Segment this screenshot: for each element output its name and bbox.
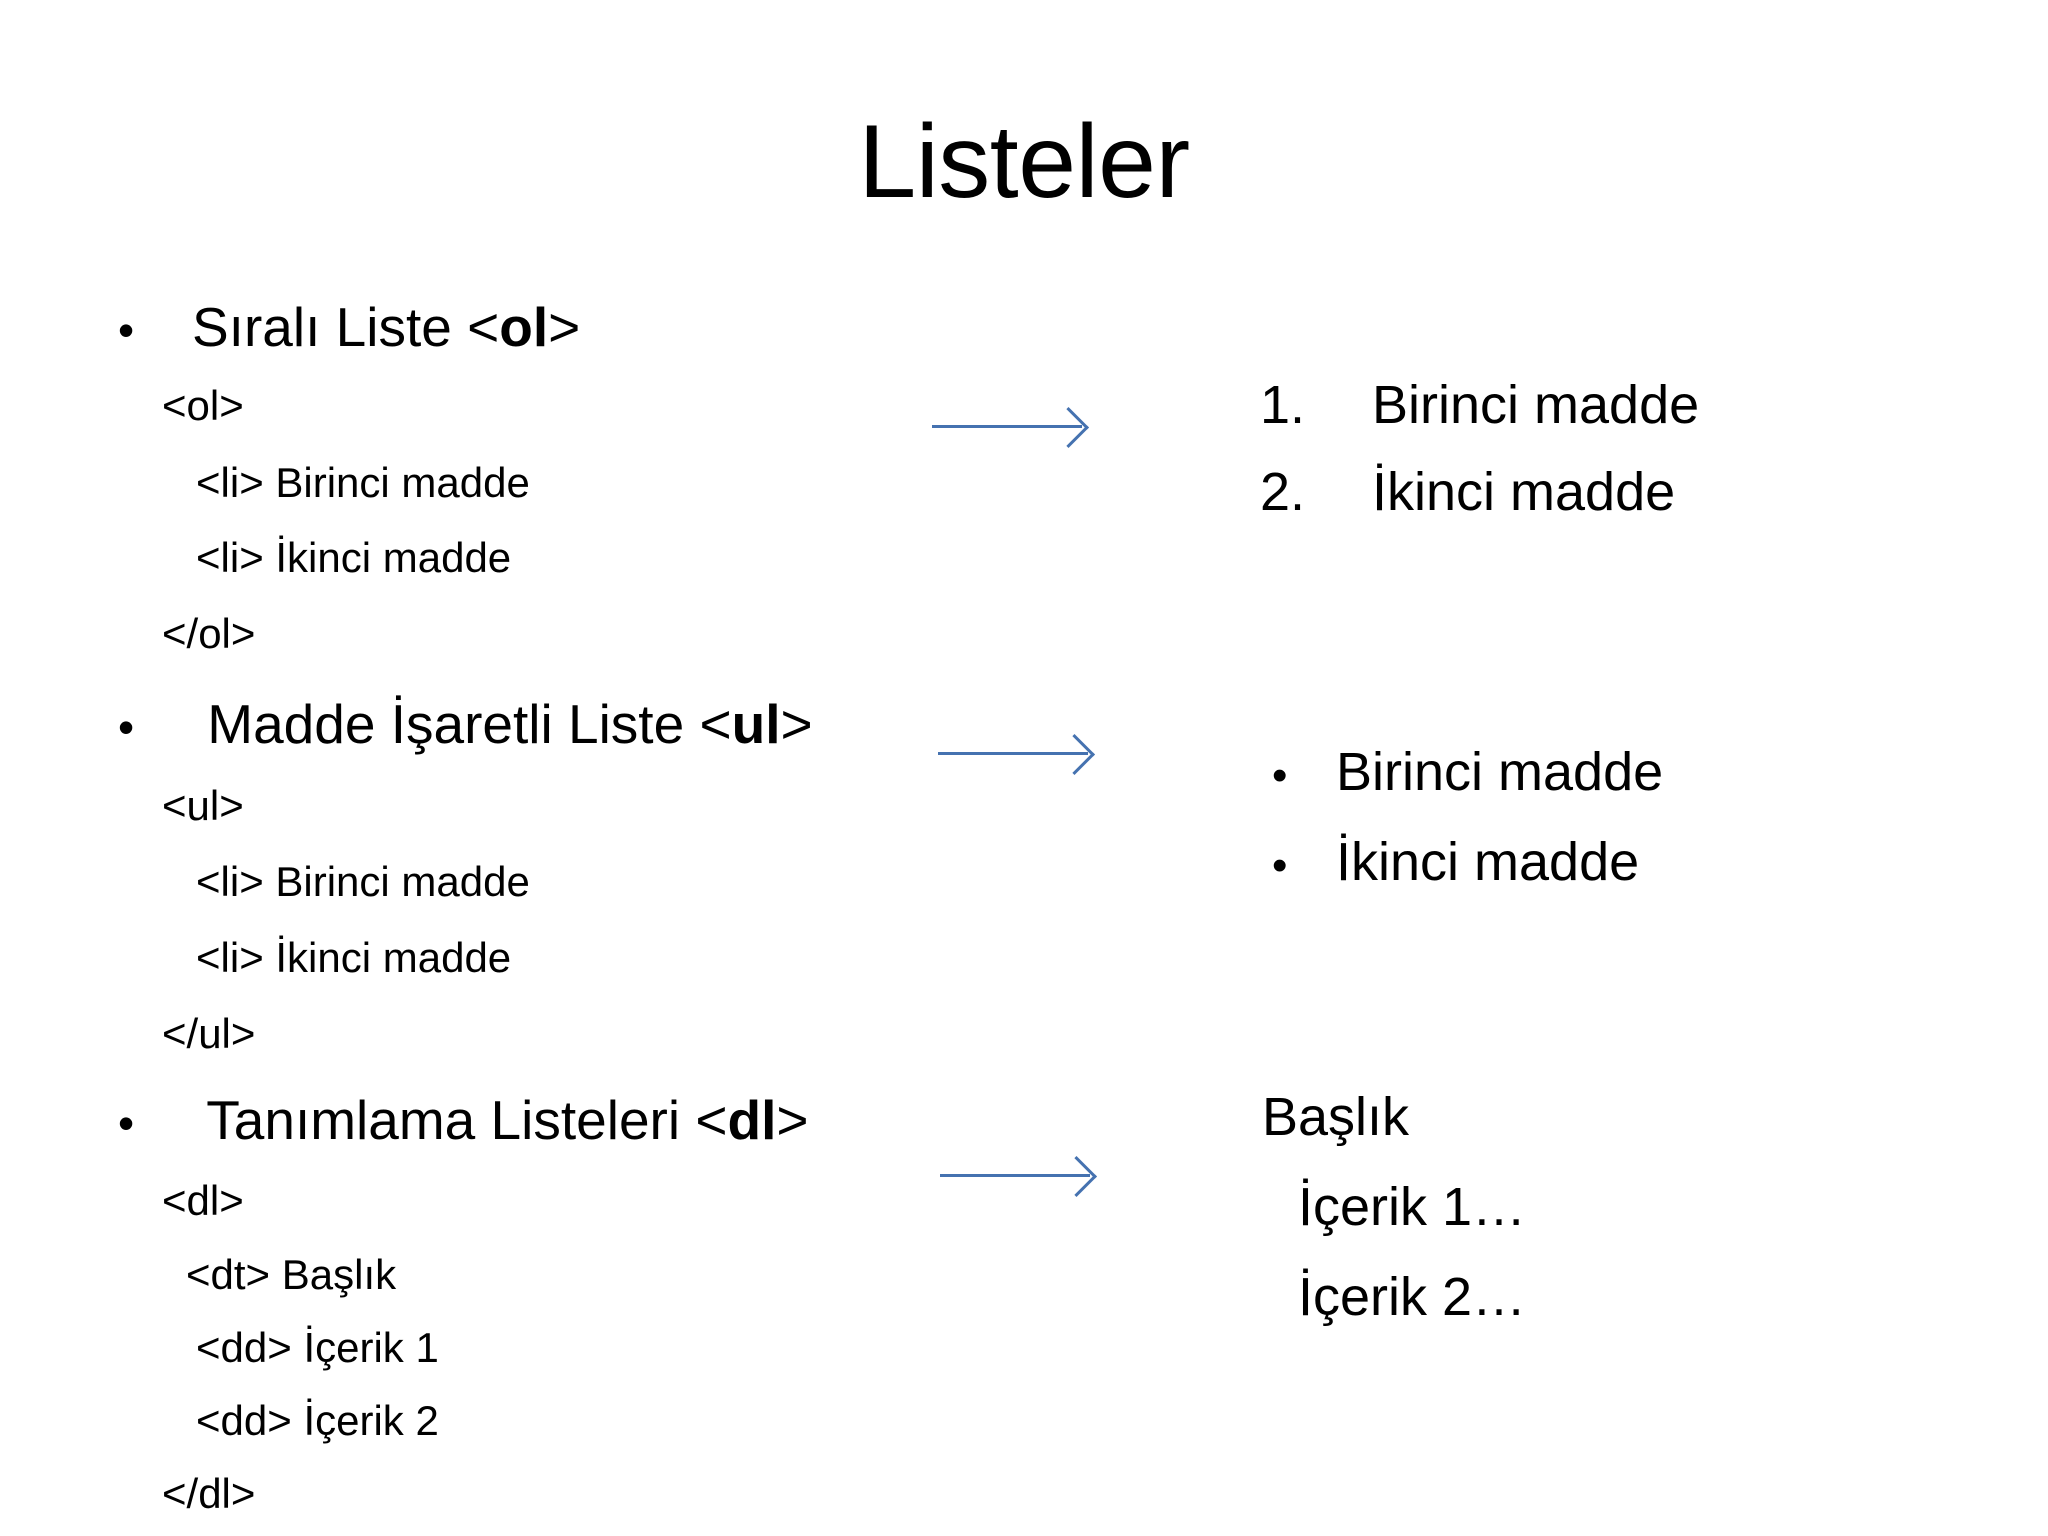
list-item-label: İkinci madde: [1372, 462, 1676, 522]
code-line: <li> Birinci madde: [196, 459, 530, 506]
section-heading-ordered-list: •Sıralı Liste <ol>: [118, 300, 1158, 355]
list-item-label: Birinci madde: [1372, 375, 1700, 435]
tag-open-bracket: <: [467, 296, 500, 358]
code-line: <ol>: [162, 382, 244, 429]
list-item: 2. İkinci madde: [1260, 465, 1675, 519]
definition-description: İçerik 1…: [1298, 1177, 1527, 1237]
arrow-right-icon: [940, 1155, 1100, 1198]
tag-name-ol: ol: [499, 296, 549, 358]
arrow-right-icon: [938, 733, 1098, 776]
tag-close-bracket: >: [776, 1089, 809, 1151]
section-heading-definition-list: • Tanımlama Listeleri <dl>: [118, 1093, 1158, 1148]
code-line: </ol>: [162, 610, 256, 657]
list-marker: 1.: [1260, 375, 1306, 435]
tag-name-ul: ul: [731, 693, 781, 755]
bullet-icon: •: [118, 1097, 135, 1149]
code-line: <ul>: [162, 782, 244, 829]
tag-close-bracket: >: [548, 296, 581, 358]
list-item-label: Birinci madde: [1336, 742, 1664, 802]
page-title: Listeler: [858, 104, 1190, 220]
bullet-icon: •: [1272, 841, 1288, 890]
tag-open-bracket: <: [699, 693, 732, 755]
bullet-icon: •: [1272, 751, 1288, 800]
code-line: <li> İkinci madde: [196, 534, 512, 581]
list-marker: 2.: [1260, 462, 1306, 522]
list-item-label: İkinci madde: [1336, 832, 1640, 892]
bullet-icon: •: [118, 304, 135, 356]
list-item: • Birinci madde: [1272, 745, 1663, 799]
rendered-output-column: 1. Birinci madde 2. İkinci madde • Birinci …: [1180, 0, 2048, 1536]
code-line: <dl>: [162, 1177, 244, 1224]
list-item: 1. Birinci madde: [1260, 378, 1699, 432]
code-line: <dd> İçerik 1: [196, 1324, 439, 1371]
tag-close-bracket: >: [780, 693, 813, 755]
definition-description: İçerik 2…: [1298, 1267, 1527, 1327]
code-line: </ul>: [162, 1010, 256, 1057]
code-line: <dt> Başlık: [186, 1251, 397, 1298]
code-line: <dd> İçerik 2: [196, 1397, 439, 1444]
code-line: </dl>: [162, 1470, 256, 1517]
section-heading-bulleted-list: • Madde İşaretli Liste <ul>: [118, 697, 1158, 752]
tag-name-dl: dl: [727, 1089, 777, 1151]
section-heading-text: Sıralı Liste: [192, 296, 468, 358]
definition-term: Başlık: [1262, 1087, 1410, 1147]
section-heading-text: Madde İşaretli Liste: [192, 693, 700, 755]
code-line: <li> Birinci madde: [196, 858, 530, 905]
bullet-icon: •: [118, 701, 135, 753]
arrow-right-icon: [932, 406, 1092, 449]
list-item: • İkinci madde: [1272, 835, 1639, 889]
code-line: <li> İkinci madde: [196, 934, 512, 981]
tag-open-bracket: <: [695, 1089, 728, 1151]
source-code-column: •Sıralı Liste <ol> <ol> <li> Birinci mad…: [118, 300, 1158, 1517]
section-heading-text: Tanımlama Listeleri: [192, 1089, 696, 1151]
